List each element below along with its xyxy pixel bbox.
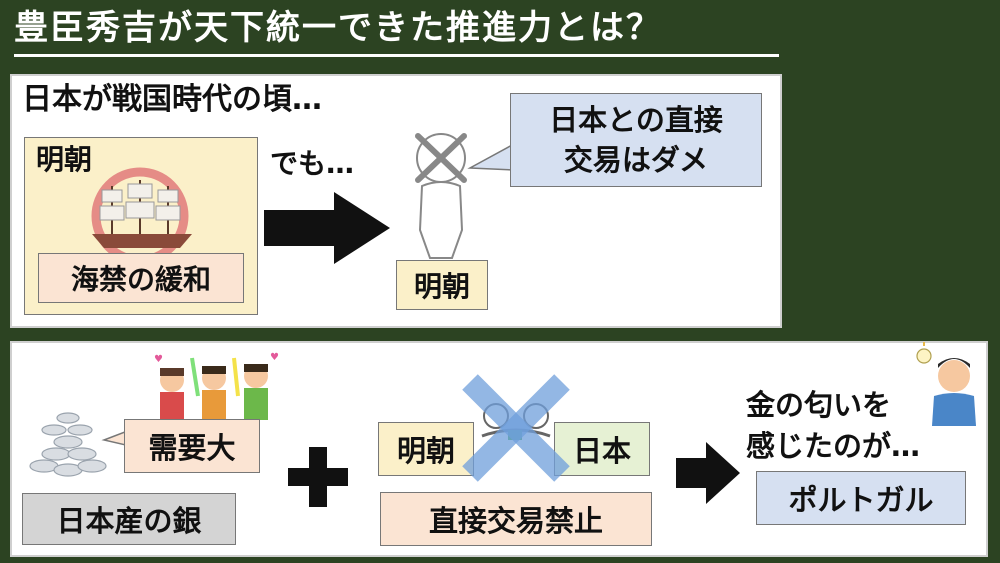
- right-arrow-icon: [264, 192, 390, 264]
- speech-bubble: 日本との直接 交易はダメ: [510, 93, 762, 187]
- person-refusing-icon: [415, 133, 467, 259]
- right-arrow-icon-2: [676, 442, 740, 504]
- gold-smell-line-2: 感じたのが…: [746, 429, 921, 463]
- svg-text:♥: ♥: [154, 354, 163, 365]
- speech-bubble-tail: [467, 142, 515, 171]
- top-heading: 日本が戦国時代の頃…: [22, 82, 322, 117]
- speech-line-1: 日本との直接: [549, 103, 723, 137]
- but-label: でも…: [270, 147, 355, 180]
- japanese-silver-label: 日本産の銀: [22, 493, 236, 545]
- speech-line-2: 交易はダメ: [563, 143, 709, 177]
- excited-fans-icon: ♥ ♥: [154, 352, 279, 420]
- portugal-label: ポルトガル: [756, 471, 966, 525]
- ship-icon: [91, 167, 192, 265]
- demand-bubble: 需要大: [124, 419, 260, 473]
- svg-text:♥: ♥: [270, 352, 279, 363]
- silver-coins-icon: [29, 412, 107, 477]
- bottom-ming-label: 明朝: [378, 422, 474, 476]
- bottom-japan-label: 日本: [554, 422, 650, 476]
- person-idea-icon: [916, 342, 976, 426]
- title-underline: [14, 54, 779, 57]
- plus-icon: [288, 447, 348, 507]
- gold-smell-text: 金の匂いを 感じたのが…: [746, 385, 920, 467]
- blocked-handshake-icon: [462, 374, 570, 482]
- sea-ban-caption: 海禁の緩和: [38, 253, 244, 303]
- ming-person-label: 明朝: [396, 260, 488, 310]
- ming-label: 明朝: [36, 143, 93, 176]
- gold-smell-line-1: 金の匂いを: [746, 388, 892, 422]
- direct-trade-ban-label: 直接交易禁止: [380, 492, 652, 546]
- slide-title: 豊臣秀吉が天下統一できた推進力とは？: [14, 8, 662, 48]
